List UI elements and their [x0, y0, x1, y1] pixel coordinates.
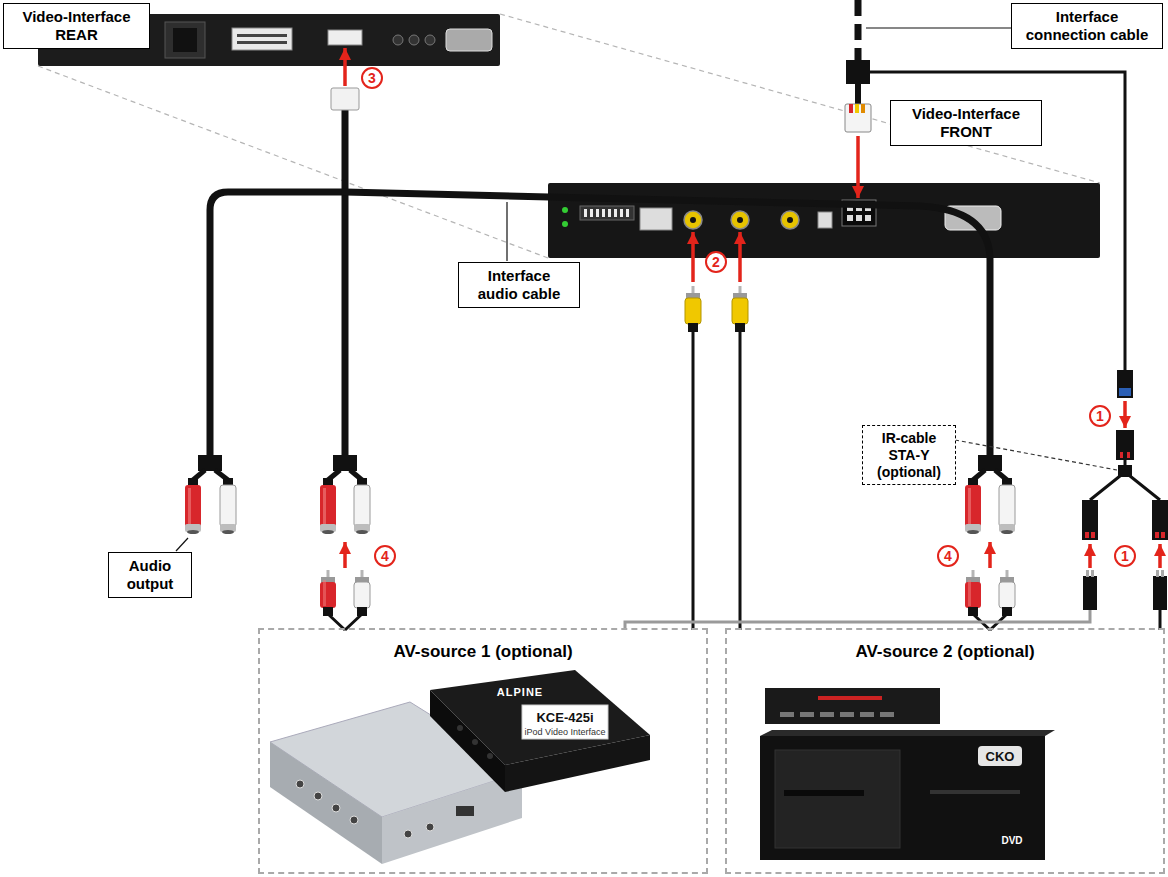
part-label: Interface connection cable: [1011, 3, 1163, 49]
part-label: Video-Interface FRONT: [890, 100, 1042, 146]
node-text: Interface connection cable: [1022, 8, 1152, 44]
device-caption: DVD: [1001, 835, 1022, 846]
source-region: AV-source 1 (optional): [258, 628, 708, 874]
brand-logo: ALPINE: [497, 686, 543, 698]
node-text: Audio output: [119, 557, 181, 593]
source-region: AV-source 2 (optional): [725, 628, 1165, 874]
callout-number: 1: [1114, 545, 1136, 567]
callout-number: 1: [1089, 405, 1111, 427]
brand-logo: CKO: [986, 749, 1015, 764]
optional-label: IR-cable STA-Y (optional): [862, 425, 956, 485]
callout-number: 4: [937, 545, 959, 567]
part-label: Interface audio cable: [458, 262, 580, 308]
callout-number: 2: [705, 251, 727, 273]
model-name: KCE-425i: [536, 710, 593, 725]
node-text: IR-cable STA-Y (optional): [869, 430, 949, 480]
device-caption: iPod Video Interface: [525, 727, 606, 737]
part-label: Video-Interface REAR: [3, 3, 150, 49]
node-text: Interface audio cable: [469, 267, 569, 303]
callout-number: 3: [361, 67, 383, 89]
callout-number: 4: [374, 545, 396, 567]
node-text: AV-source 2 (optional): [737, 642, 1153, 662]
node-text: Video-Interface FRONT: [901, 105, 1031, 141]
part-label: Audio output: [108, 552, 192, 598]
node-text: AV-source 1 (optional): [270, 642, 696, 662]
node-text: Video-Interface REAR: [14, 8, 139, 44]
